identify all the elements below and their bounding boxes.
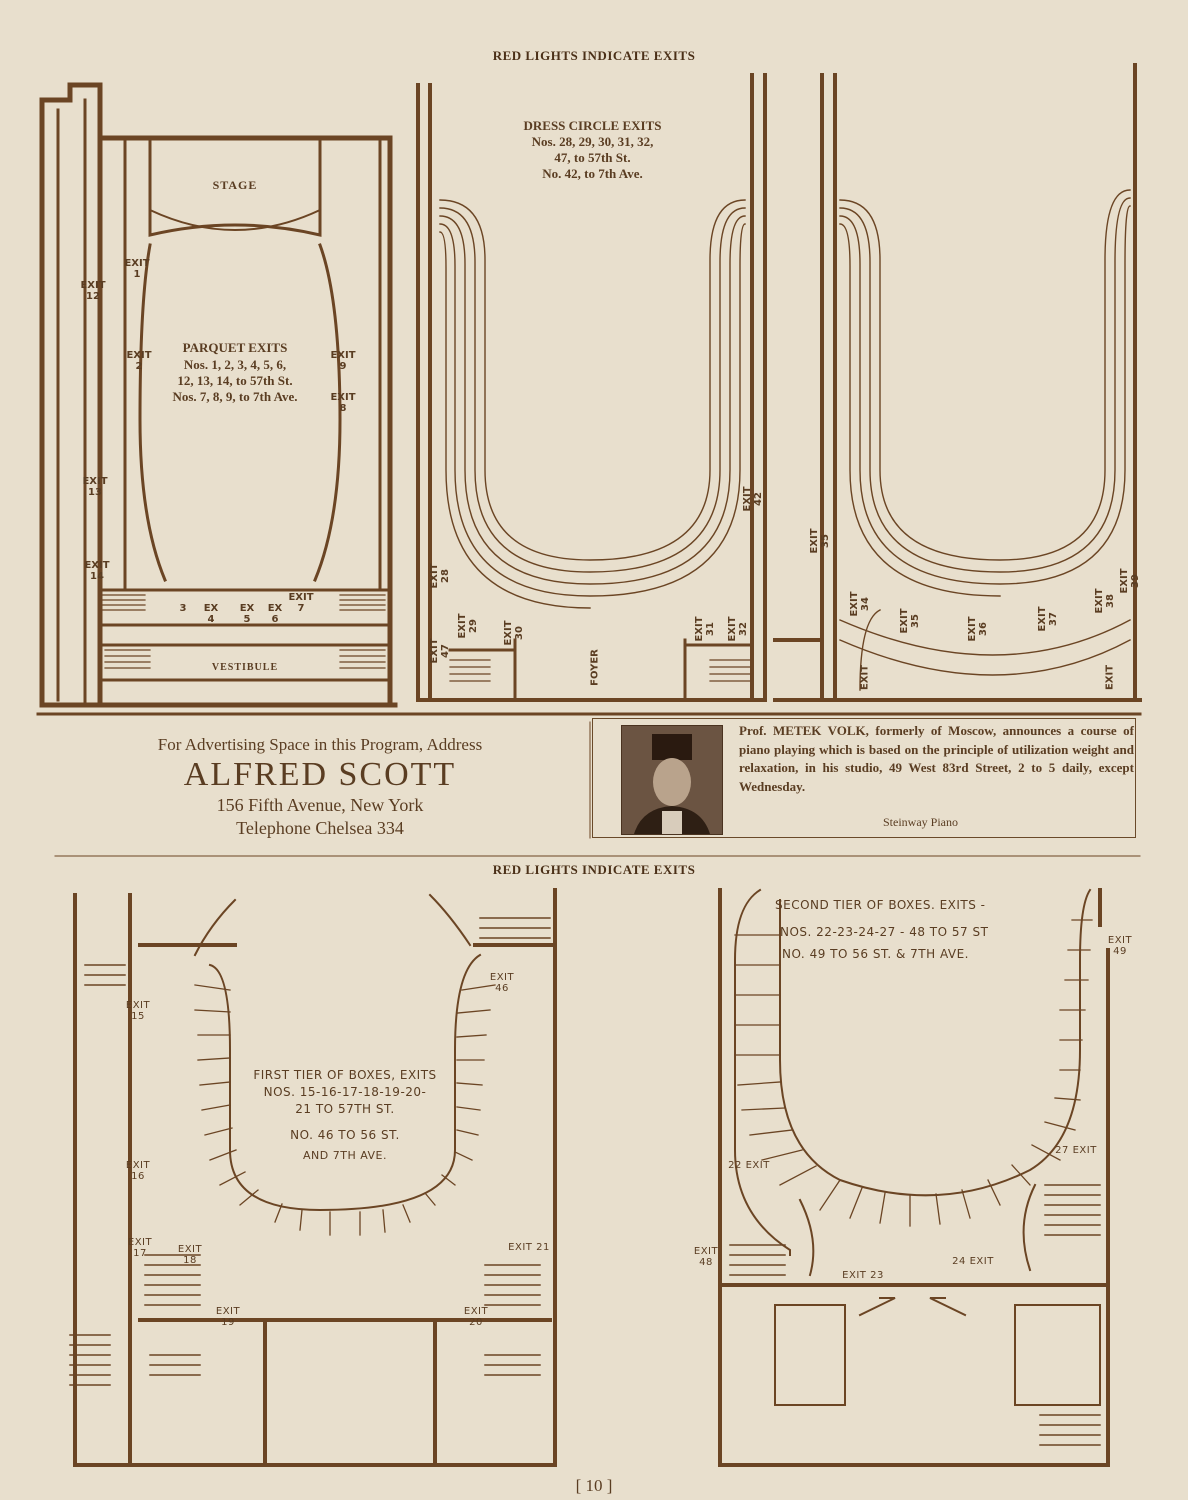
exit-label: EXIT 46 xyxy=(489,972,515,994)
exit-label: 3 xyxy=(179,603,187,614)
advert-name: ALFRED SCOTT xyxy=(183,756,457,793)
exit-label: EXIT 31 xyxy=(694,616,716,642)
volk-announcement: Prof. METEK VOLK, formerly of Moscow, an… xyxy=(592,718,1136,838)
exit-label: EXIT 48 xyxy=(693,1246,719,1268)
volk-text: Prof. METEK VOLK, formerly of Moscow, an… xyxy=(739,722,1134,796)
exit-label: EXIT 16 xyxy=(125,1160,151,1182)
exit-label: EXIT 18 xyxy=(177,1244,203,1266)
exit-label: EXIT 47 xyxy=(429,638,451,664)
exit-label: EXIT 35 xyxy=(899,608,921,634)
parquet-exits-line1: Nos. 1, 2, 3, 4, 5, 6, xyxy=(183,357,287,372)
exit-label: EXIT 38 xyxy=(1094,588,1116,614)
exit-label: EXIT 30 xyxy=(503,620,525,646)
first-tier-line3: 21 TO 57TH ST. xyxy=(295,1102,395,1116)
volk-name: METEK VOLK xyxy=(773,723,866,738)
exit-label: EXIT 32 xyxy=(727,616,749,642)
exit-label: EXIT 13 xyxy=(82,476,108,498)
top-header: RED LIGHTS INDICATE EXITS xyxy=(492,48,696,63)
advert-phone: Telephone Chelsea 334 xyxy=(236,818,404,838)
first-tier-line5: AND 7TH AVE. xyxy=(303,1149,387,1162)
exit-label: EXIT 1 xyxy=(124,258,150,280)
stage-label: STAGE xyxy=(212,178,258,192)
exit-label: EXIT xyxy=(859,664,871,691)
exit-label: EXIT 12 xyxy=(80,280,106,302)
exit-label: EXIT xyxy=(1104,664,1116,691)
advertising-block: For Advertising Space in this Program, A… xyxy=(55,722,585,840)
exit-label: 22 EXIT xyxy=(728,1160,770,1171)
parquet-exits-title: PARQUET EXITS xyxy=(182,340,288,355)
dress-circle-line3: No. 42, to 7th Ave. xyxy=(542,166,643,181)
exit-label: EXIT 42 xyxy=(742,486,764,512)
exit-label: EXIT 29 xyxy=(457,613,479,639)
exit-label: EXIT 34 xyxy=(849,591,871,617)
exit-label: EXIT 15 xyxy=(125,1000,151,1022)
exit-label: EX 5 xyxy=(239,603,255,625)
first-tier-line2: NOS. 15-16-17-18-19-20- xyxy=(263,1085,427,1099)
dress-circle-line1: Nos. 28, 29, 30, 31, 32, xyxy=(531,134,654,149)
middle-header: RED LIGHTS INDICATE EXITS xyxy=(492,862,696,877)
exit-label: EXIT 37 xyxy=(1037,606,1059,632)
exit-label: 27 EXIT xyxy=(1055,1145,1097,1156)
parquet-exits-line2: 12, 13, 14, to 57th St. xyxy=(177,373,293,388)
dress-circle-title: DRESS CIRCLE EXITS xyxy=(523,118,662,133)
exit-label: EXIT 28 xyxy=(429,563,451,589)
exit-label: EXIT 2 xyxy=(126,350,152,372)
second-tier-line1: SECOND TIER OF BOXES. EXITS - xyxy=(775,898,986,912)
parquet-exits-line3: Nos. 7, 8, 9, to 7th Ave. xyxy=(172,389,298,404)
exit-label: EXIT 36 xyxy=(967,616,989,642)
exit-label: EX 4 xyxy=(203,603,219,625)
exit-label: EXIT 20 xyxy=(463,1306,489,1328)
exit-label: EXIT 35 xyxy=(809,528,831,554)
volk-footer: Steinway Piano xyxy=(883,815,958,829)
page-number: [ 10 ] xyxy=(575,1476,613,1495)
exit-label: EXIT 9 xyxy=(330,350,356,372)
exit-label: EXIT 49 xyxy=(1107,935,1133,957)
first-tier-line1: FIRST TIER OF BOXES, EXITS xyxy=(253,1068,437,1082)
exit-label: EXIT 8 xyxy=(330,392,356,414)
advert-address: 156 Fifth Avenue, New York xyxy=(216,795,424,815)
volk-prof: Prof. xyxy=(739,723,774,738)
exit-label: EXIT 17 xyxy=(127,1237,153,1259)
vestibule-label: VESTIBULE xyxy=(211,662,279,673)
first-tier-line4: NO. 46 TO 56 ST. xyxy=(290,1128,400,1142)
foyer-label: FOYER xyxy=(589,649,601,686)
advert-line: For Advertising Space in this Program, A… xyxy=(157,735,483,754)
exit-label: EXIT 19 xyxy=(215,1306,241,1328)
second-tier-line2: NOS. 22-23-24-27 - 48 TO 57 ST xyxy=(780,925,989,939)
exit-label: EXIT 23 xyxy=(842,1270,884,1281)
exit-label: EXIT 21 xyxy=(508,1242,550,1253)
exit-label: EX 6 xyxy=(267,603,283,625)
exit-label: EXIT 7 xyxy=(288,592,314,614)
exit-label: 24 EXIT xyxy=(952,1256,994,1267)
volk-body: , formerly of Moscow, announces a course… xyxy=(739,723,1134,794)
exit-label: EXIT 39 xyxy=(1119,568,1141,594)
dress-circle-line2: 47, to 57th St. xyxy=(554,150,631,165)
second-tier-line3: NO. 49 TO 56 ST. & 7TH AVE. xyxy=(782,947,969,961)
exit-label: EXIT 14 xyxy=(84,560,110,582)
portrait-photo xyxy=(621,725,723,835)
